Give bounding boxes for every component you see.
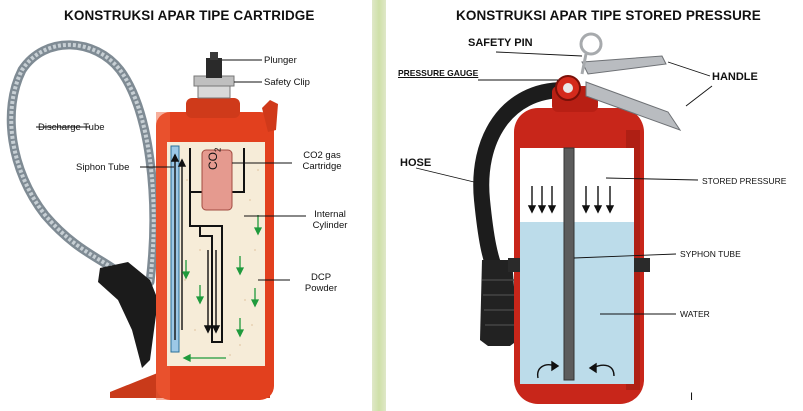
cartridge-diagram-panel: KONSTRUKSI APAR TIPE CARTRIDGE [0,0,372,411]
label-dcp-line1: DCP [310,272,332,283]
label-water: WATER [680,309,710,319]
right-leader-lines [415,51,713,315]
powder-texture [184,169,259,356]
label-dcp-powder: DCP Powder [305,272,337,294]
label-safety-clip: Safety Clip [264,77,310,88]
label-hose: HOSE [400,157,432,169]
safety-pin-shaft [580,53,588,75]
label-internal-line2: Cylinder [312,220,348,231]
co2-text: CO [206,152,220,170]
bottom-handle [585,81,682,131]
label-safety-pin: SAFETY PIN [468,37,533,49]
plunger-cap [206,58,222,78]
stored-pressure-diagram-panel: KONSTRUKSI APAR TIPE STORED PRESSURE [386,0,803,411]
co2-cartridge [201,149,233,211]
label-dcp-line2: Powder [304,283,338,294]
pressure-gauge-face [563,83,573,93]
co2-cartridge-text: CO2 [206,147,223,170]
label-internal-cylinder: Internal Cylinder [313,209,348,231]
cylinder-highlight [156,112,170,400]
left-leader-lines [36,59,306,281]
nozzle-ribs [482,279,517,326]
hose-nozzle [480,260,518,346]
water-chamber [520,222,634,384]
text-cursor-mark: I [690,391,694,403]
label-pressure-gauge: PRESSURE GAUGE [398,68,479,78]
syphon-tube [563,147,575,381]
top-lever [581,55,667,75]
stored-pressure-hose [473,82,572,280]
gas-flow-arrows [170,153,221,340]
label-siphon-tube: Siphon Tube [76,162,130,173]
label-plunger: Plunger [264,55,297,66]
label-co2-line1: CO2 gas [303,150,341,161]
panel-divider [372,0,386,411]
label-internal-line1: Internal [314,209,346,220]
label-stored-pressure: STORED PRESSURE [702,176,787,186]
stored-pressure-extinguisher-illustration [415,32,713,404]
label-syphon-tube: SYPHON TUBE [680,249,741,259]
co2-subscript: 2 [213,147,223,152]
pressure-arrows [527,186,615,379]
plunger-knob [210,52,218,60]
label-discharge-tube: Discharge Tube [38,122,105,133]
stored-pressure-panel-title: KONSTRUKSI APAR TIPE STORED PRESSURE [456,8,761,23]
label-co2-cartridge: CO2 gas Cartridge [302,150,341,172]
cylinder-head [186,98,240,118]
label-handle: HANDLE [712,71,758,83]
powder-flow-arrows [181,215,263,363]
safety-pin-ring [579,32,603,56]
discharge-nozzle [98,262,158,368]
label-co2-line2: Cartridge [302,161,342,172]
cartridge-panel-title: KONSTRUKSI APAR TIPE CARTRIDGE [64,8,315,23]
cylinder-carry-handle [262,100,278,132]
discharge-hose-braid [9,42,156,283]
cartridge-extinguisher-illustration [6,40,306,400]
